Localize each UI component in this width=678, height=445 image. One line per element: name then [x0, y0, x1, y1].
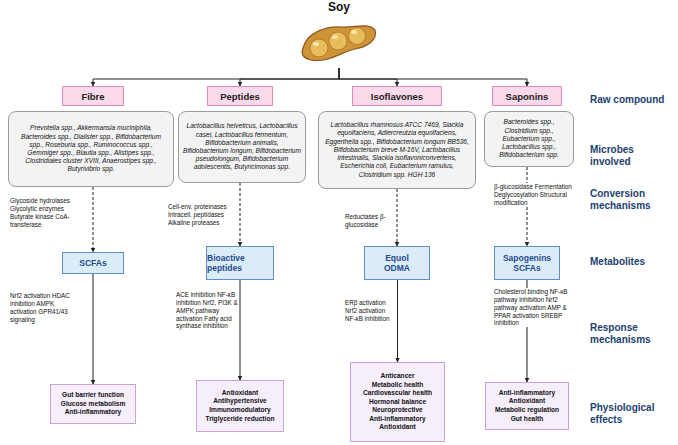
node-text: Anti-inflammatory [369, 415, 425, 424]
node-text: Antihypertensive [213, 397, 267, 406]
conversion-arrow [240, 183, 241, 246]
effect-box: AntioxidantAntihypertensiveImmunomodulat… [196, 380, 284, 432]
node-text: Antioxidant [379, 423, 415, 432]
soybean-pod [299, 18, 379, 68]
node-text: SCFAs [513, 263, 540, 273]
flow-arrow [240, 280, 241, 380]
microbe-box: Lactobacillus rhamnosus ATCC 7469, Slack… [318, 111, 476, 189]
source-node: Soy [309, 0, 369, 68]
node-text: Peptides [220, 91, 260, 102]
microbe-box: Prevotella spp., Akkermansia muciniphila… [8, 111, 174, 187]
row-label: Microbes involved [590, 144, 676, 167]
row-label: Metabolites [590, 256, 676, 268]
mechanism-label: ACE inhibition NF-κB inhibition Nrf2, PI… [176, 291, 238, 330]
node-text: Sapogenins [503, 253, 551, 263]
soybean [329, 32, 347, 50]
mechanism-label: ERβ activation Nrf2 activation NF-κB inh… [345, 299, 395, 323]
node-text: Prevotella spp., Akkermansia muciniphila… [13, 124, 169, 173]
flow-arrow [240, 68, 339, 86]
node-text: Metabolic health [372, 381, 424, 390]
node-text: Antioxidant [509, 397, 545, 406]
node-text: Immunomodulatory [209, 406, 271, 415]
mechanism-label: Cholesterol binding NF-κB pathway inhibi… [494, 288, 572, 327]
metabolite-box: Bioactive peptides [206, 246, 274, 280]
node-text: Lactobacillus helveticus, Lactobacillus … [183, 122, 301, 171]
row-label: Raw compound [590, 94, 676, 106]
effect-box: Anti-inflammatoryAntioxidantMetabolic re… [485, 382, 569, 430]
node-text: Fibre [81, 91, 104, 102]
node-text: Neuroprotective [372, 406, 423, 415]
soybean [349, 28, 366, 45]
node-text: Equol [385, 253, 409, 263]
mechanism-label: Glycoside hydrolases Glycolytic enzymes … [10, 197, 78, 228]
metabolite-box: SCFAs [62, 252, 124, 274]
node-text: Hormonal balance [369, 398, 426, 407]
node-text: Bioactive peptides [207, 253, 273, 273]
node-text: Antioxidant [222, 389, 258, 398]
flow-arrow [397, 280, 398, 362]
bean-highlight [351, 30, 357, 34]
bean-highlight [332, 35, 338, 39]
compound-box: Saponins [492, 86, 562, 106]
flow-arrow [339, 68, 397, 86]
effect-box: AnticancerMetabolic healthCardiovascular… [350, 362, 445, 442]
node-text: Triglyceride reduction [206, 415, 275, 424]
node-text: Glucose metabolism [61, 400, 126, 409]
node-text: Gut barrier function [62, 391, 124, 400]
flow-arrow [339, 68, 527, 86]
effect-box: Gut barrier functionGlucose metabolismAn… [50, 384, 136, 424]
node-text: Soy [309, 0, 369, 14]
node-text: Cardiovascular health [363, 389, 432, 398]
node-text: Lactobacillus rhamnosus ATCC 7469, Slack… [323, 121, 471, 179]
row-label: Response mechanisms [590, 322, 676, 345]
pod-shell [302, 26, 375, 61]
microbe-box: Bacteroides spp., Clostridium spp., Euba… [484, 111, 574, 167]
flow-arrow [93, 68, 339, 86]
node-text: ODMA [384, 263, 410, 273]
metabolite-box: EquolODMA [364, 246, 430, 280]
metabolite-box: SapogeninsSCFAs [494, 246, 560, 280]
mechanism-label: β-glucosidase Fermentation Deglycosylati… [494, 183, 572, 207]
row-label: Physiological effects [590, 402, 676, 425]
compound-box: Peptides [207, 86, 273, 106]
compound-box: Fibre [62, 86, 124, 106]
conversion-arrow [397, 189, 398, 246]
node-text: SCFAs [79, 258, 106, 268]
node-text: Metabolic regulation [495, 406, 559, 415]
mechanism-label: Nrf2 activation HDAC inhibition AMPK act… [10, 292, 72, 323]
flow-arrow [93, 274, 94, 384]
bean-highlight [313, 42, 319, 46]
node-text: Saponins [506, 91, 549, 102]
compound-box: Isoflavones [352, 86, 442, 106]
row-label: Conversion mechanisms [590, 188, 676, 211]
soybean [310, 39, 328, 57]
conversion-arrow [93, 187, 94, 252]
mechanism-label: Reductases β-glucosidase [345, 213, 395, 229]
node-text: Anticancer [380, 372, 414, 381]
node-text: Isoflavones [371, 91, 423, 102]
mechanism-label: Cell-env. proteinases Intracell. peptida… [168, 203, 238, 227]
node-text: Gut health [511, 415, 544, 424]
node-text: Anti-inflammatory [65, 408, 121, 417]
node-text: Anti-inflammatory [499, 389, 555, 398]
node-text: Bacteroides spp., Clostridium spp., Euba… [489, 118, 569, 159]
microbe-box: Lactobacillus helveticus, Lactobacillus … [178, 111, 306, 183]
